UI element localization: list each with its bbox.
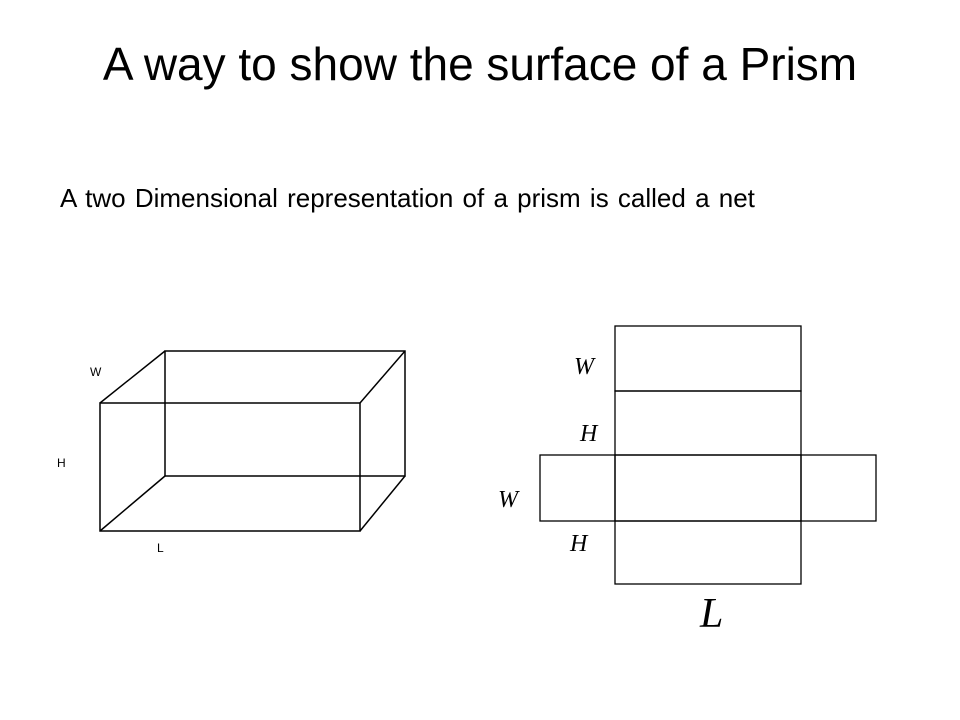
net-right-face <box>800 454 877 522</box>
prism-back-face <box>164 350 406 477</box>
net-label-h-bottom: H <box>569 531 589 557</box>
prism-edge-bottom-right <box>359 475 406 532</box>
prism-front-face <box>99 402 361 532</box>
prism-label-l: L <box>157 541 164 555</box>
prism-label-w: W <box>90 365 102 379</box>
net-top-face <box>614 325 802 392</box>
net-upper-face <box>614 390 802 456</box>
net-label-h-top: H <box>579 421 599 447</box>
prism-edge-top-right <box>359 350 406 404</box>
prism-edge-bottom-left <box>99 475 166 532</box>
net-left-face <box>539 454 616 522</box>
prism-net: W H W H L <box>498 325 877 637</box>
prism-box: W H L <box>57 350 406 555</box>
slide-body-text: A two Dimensional representation of a pr… <box>60 183 755 213</box>
net-bottom-face <box>614 520 802 585</box>
prism-edge-top-left <box>99 350 166 404</box>
net-label-l: L <box>699 591 723 637</box>
slide-title: A way to show the surface of a Prism <box>102 38 858 90</box>
prism-label-h: H <box>57 456 66 470</box>
net-label-w-left: W <box>498 487 520 513</box>
net-label-w-top: W <box>574 354 596 380</box>
net-center-face <box>614 454 802 522</box>
